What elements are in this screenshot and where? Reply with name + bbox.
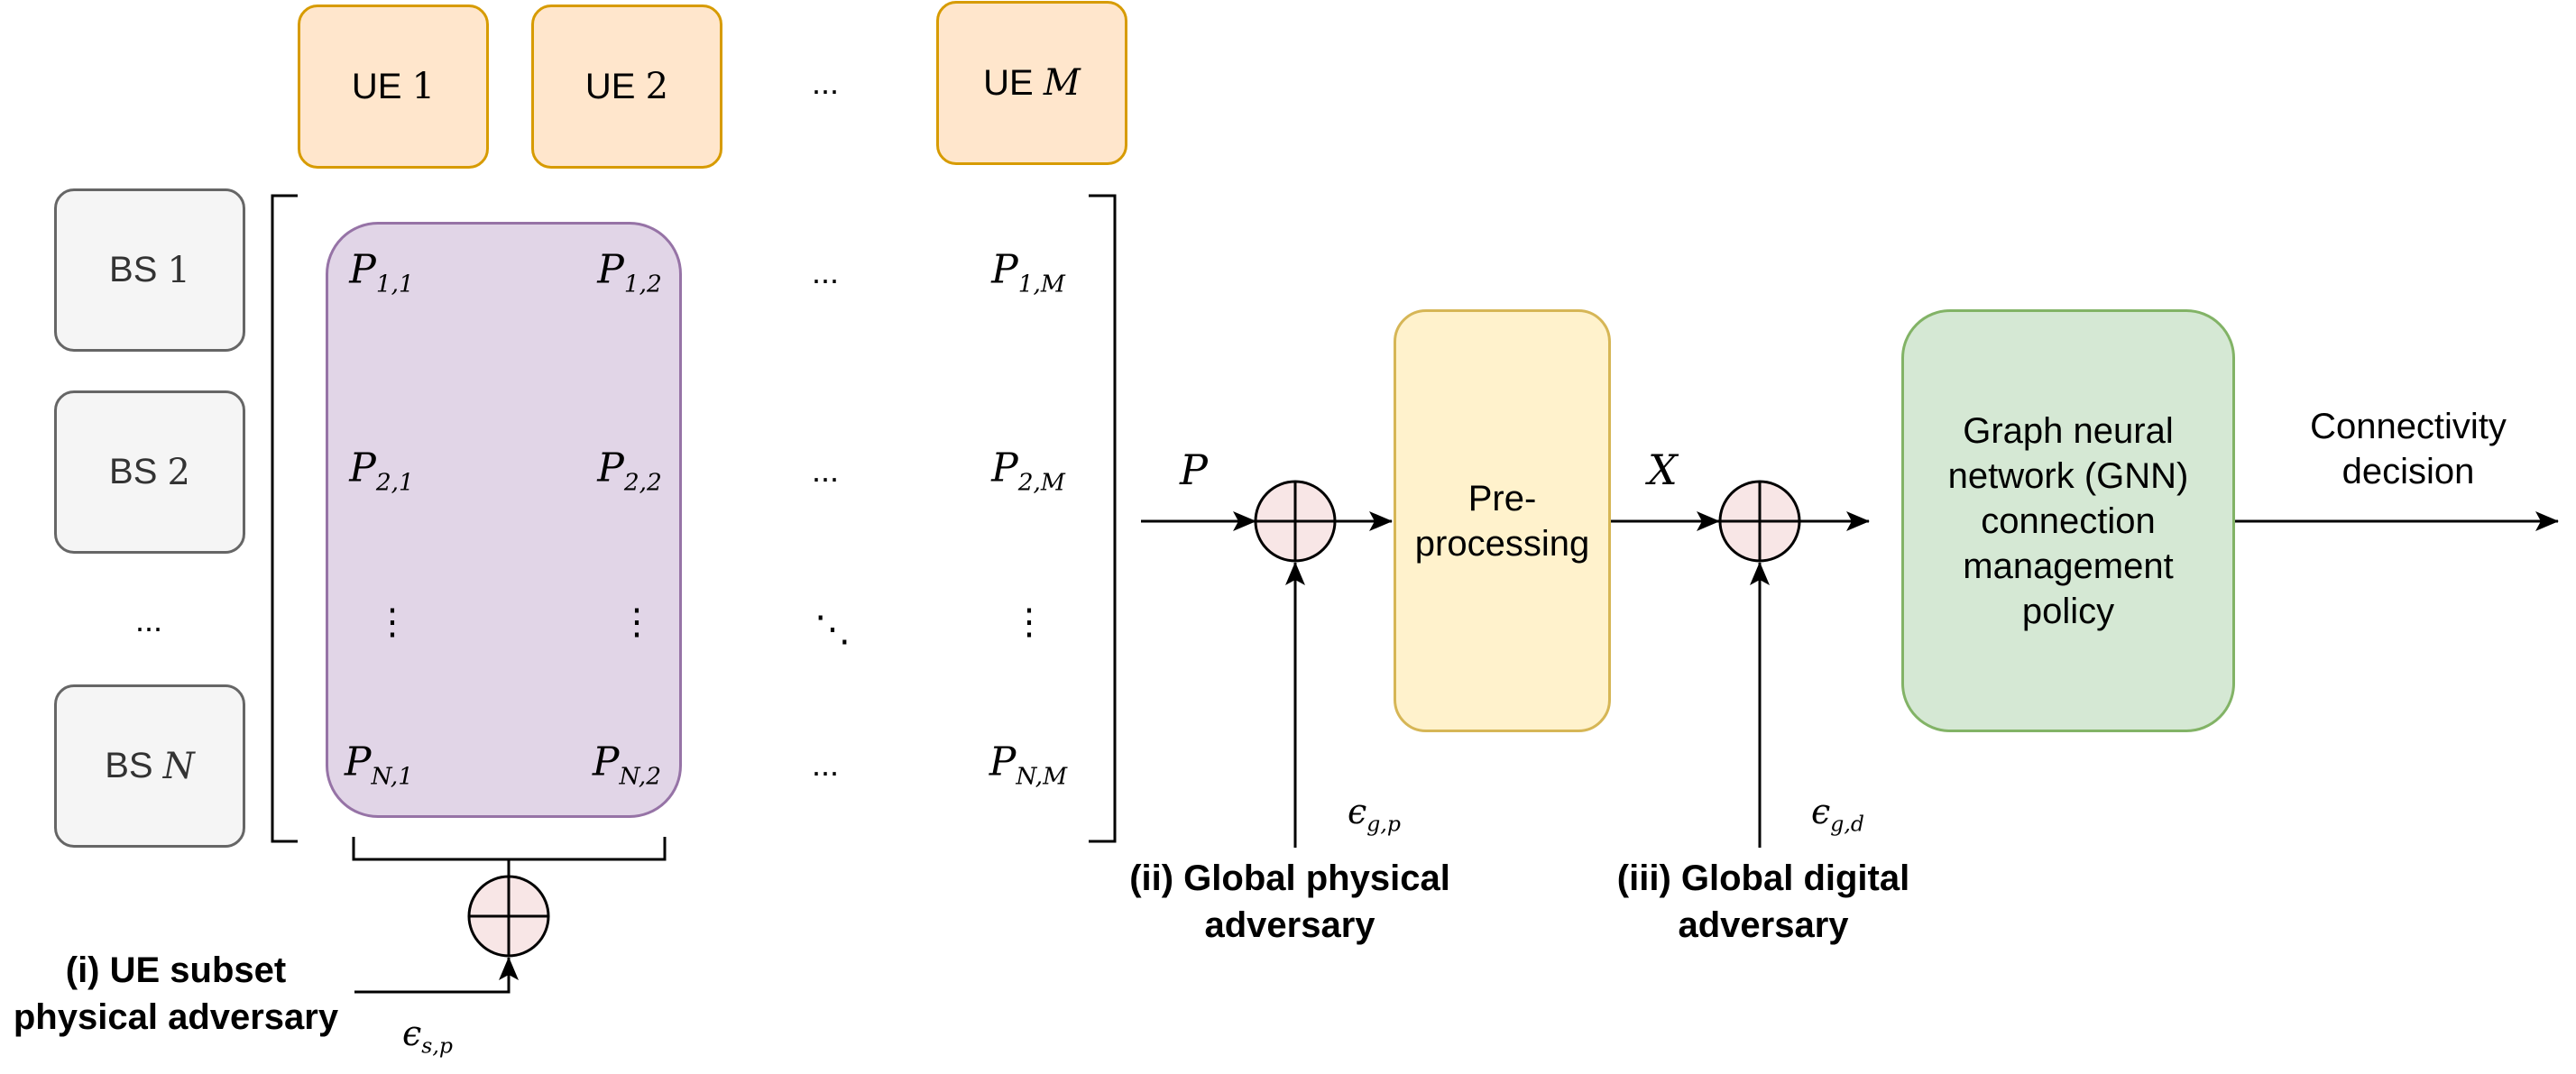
matrix-vdots-col2: ⋮ [619, 601, 655, 643]
arrow-ue-subset-adversary [354, 957, 519, 994]
ue-label: UE [351, 66, 402, 106]
ue-subset-highlight [326, 222, 682, 818]
ue-box-m: UE M [936, 1, 1127, 165]
bs-box-n: BS N [54, 684, 245, 848]
gnn-policy-block: Graph neural network (GNN) connection ma… [1901, 309, 2235, 732]
ue-box-2: UE 2 [531, 5, 722, 169]
bs-box-2: BS 2 [54, 390, 245, 554]
preprocessing-block: Pre- processing [1394, 309, 1611, 732]
epsilon-global-physical: ϵg,p [1348, 792, 1401, 837]
connectivity-decision-label: Connectivity decision [2310, 407, 2507, 491]
bs-index: N [162, 745, 195, 787]
ue-label: UE [983, 62, 1034, 103]
bs-label: BS [109, 452, 158, 491]
matrix-row-ellipsis-n: ... [811, 746, 840, 783]
bs-label: BS [109, 250, 158, 289]
matrix-cell-1-1: P1,1 [349, 246, 414, 298]
matrix-cell-2-1: P2,1 [349, 445, 414, 497]
matrix-vdots-col1: ⋮ [374, 601, 410, 643]
ue-subset-adversary-label: (i) UE subset physical adversary [13, 950, 339, 1037]
matrix-ddots: ⋱ [814, 609, 851, 650]
signal-p-label: P [1180, 445, 1208, 494]
ue-ellipsis: ... [811, 64, 840, 101]
global-physical-adversary-label: (ii) Global physical adversary [1129, 858, 1450, 945]
matrix-right-bracket [1089, 194, 1117, 843]
matrix-cell-1-m: P1,M [991, 246, 1065, 298]
matrix-left-bracket [271, 194, 298, 843]
ue-label: UE [584, 66, 636, 106]
bs-label: BS [105, 746, 153, 785]
ue-index: M [1043, 62, 1081, 104]
ue-index: 2 [645, 66, 669, 107]
matrix-cell-2-2: P2,2 [597, 445, 662, 497]
matrix-row-ellipsis-2: ... [811, 452, 840, 489]
signal-x-label: X [1648, 445, 1678, 494]
bs-box-1: BS 1 [54, 188, 245, 352]
matrix-cell-2-m: P2,M [991, 445, 1065, 497]
matrix-cell-n-2: PN,2 [592, 739, 662, 791]
matrix-vdots-colm: ⋮ [1011, 601, 1047, 643]
global-digital-adversary-label: (iii) Global digital adversary [1616, 858, 1910, 945]
matrix-cell-n-m: PN,M [989, 739, 1068, 791]
epsilon-subset-physical: ϵs,p [402, 1014, 453, 1059]
bs-index: 1 [167, 249, 190, 291]
epsilon-global-digital: ϵg,d [1811, 792, 1864, 837]
matrix-cell-n-1: PN,1 [344, 739, 414, 791]
bs-index: 2 [167, 451, 190, 493]
matrix-cell-1-2: P1,2 [597, 246, 662, 298]
ue-index: 1 [411, 66, 436, 107]
bs-ellipsis: ... [134, 601, 163, 638]
subset-brace [352, 837, 667, 861]
matrix-row-ellipsis-1: ... [811, 253, 840, 290]
ue-box-1: UE 1 [298, 5, 489, 169]
